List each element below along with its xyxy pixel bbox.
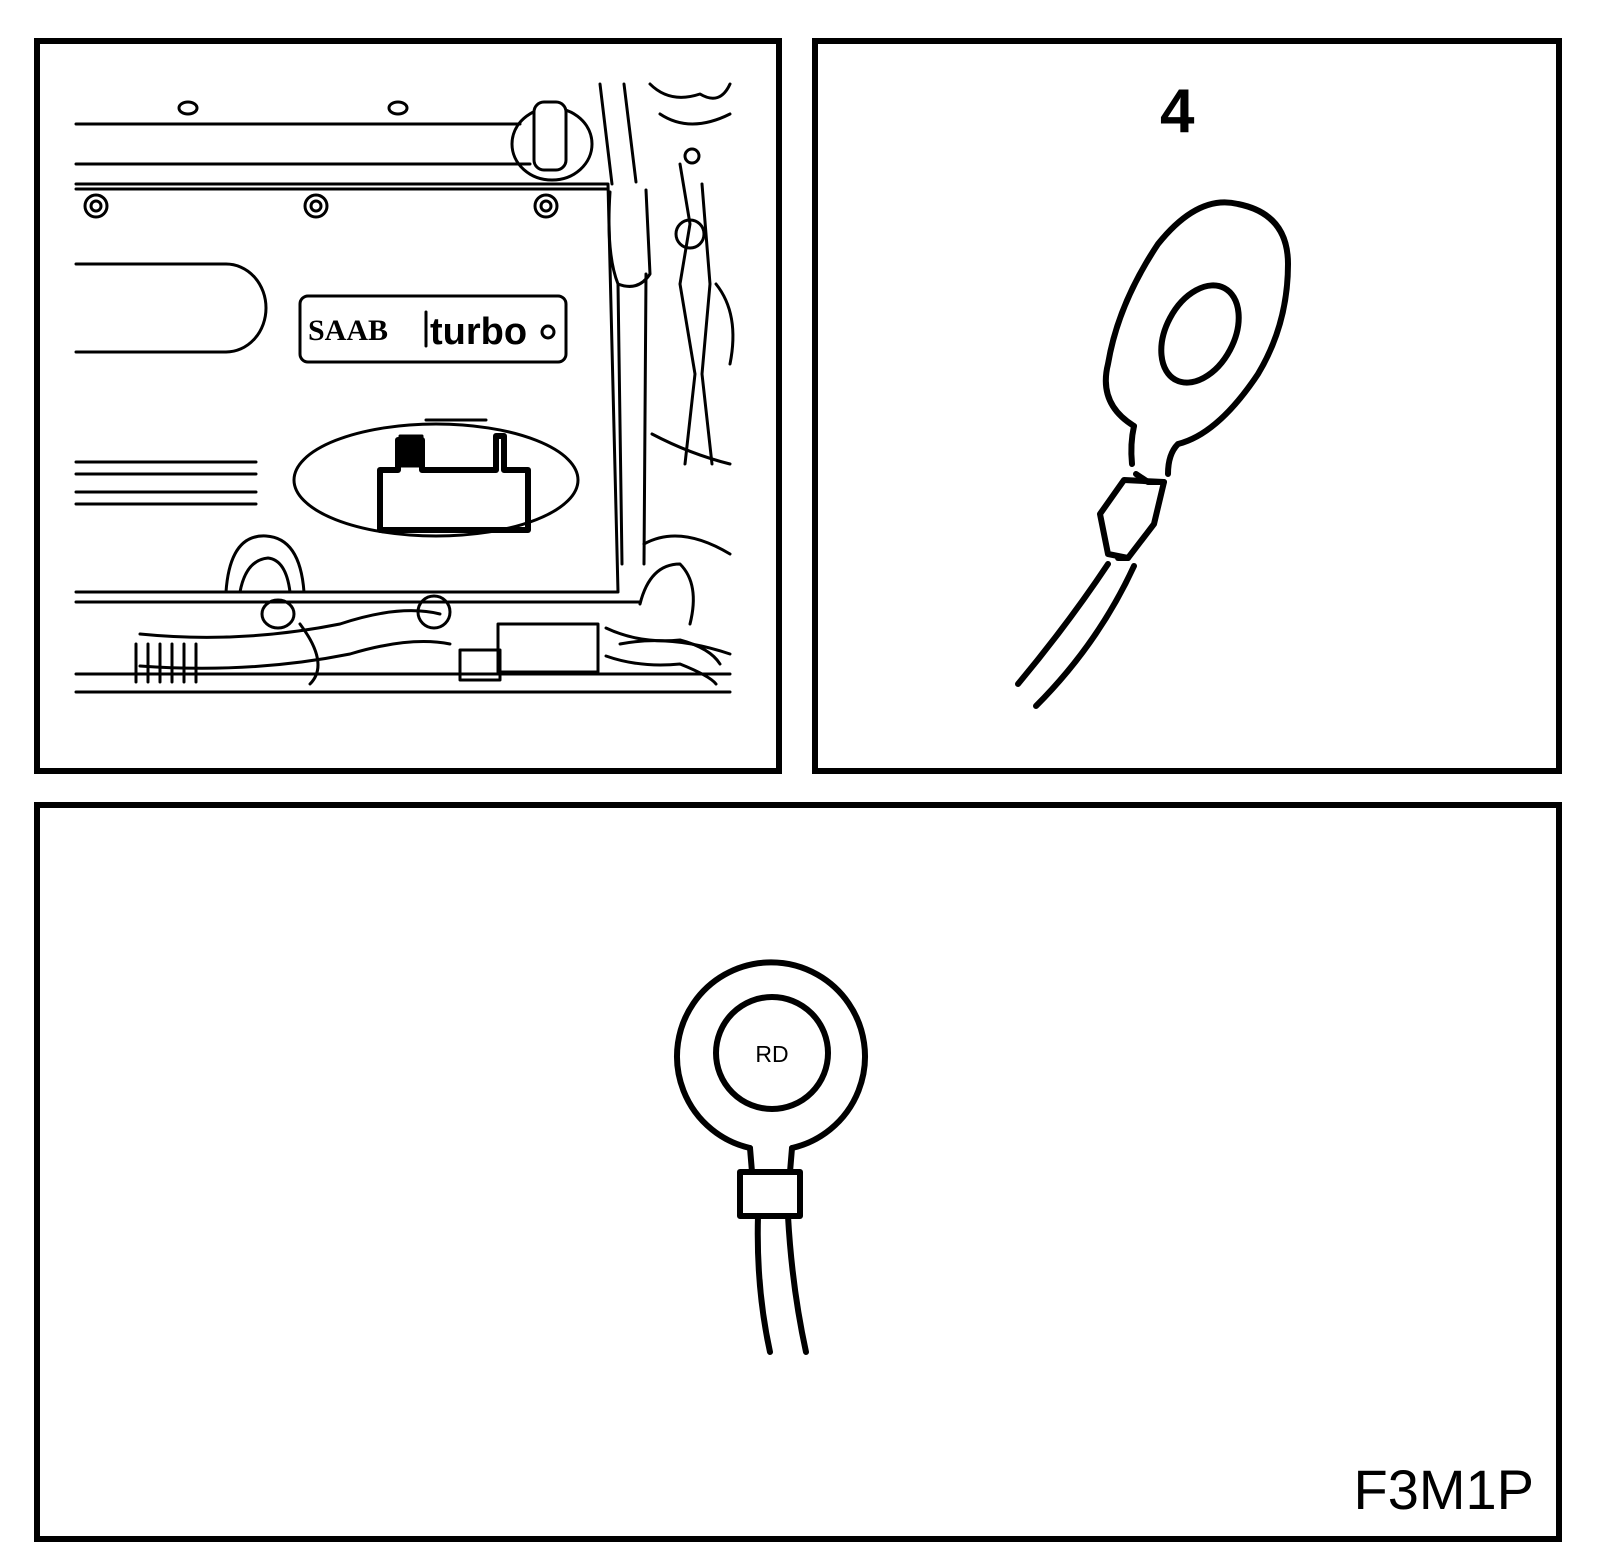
terminal-color-label: RD: [755, 1041, 788, 1067]
step-number: 4: [1160, 77, 1195, 146]
ring-terminal-panel: 4: [812, 38, 1562, 774]
engine-cover-illustration: SAAB turbo: [74, 82, 735, 694]
terminal-top-view: RD: [674, 959, 868, 1355]
engine-cover-panel: SAAB turbo: [34, 38, 782, 774]
turbo-logo-text: turbo: [430, 311, 527, 353]
figure-code: F3M1P: [1353, 1458, 1535, 1521]
saab-logo: SAAB: [308, 314, 388, 347]
ring-terminal-illustration: [1015, 199, 1291, 709]
terminal-detail-panel: RD F3M1P: [34, 802, 1562, 1542]
